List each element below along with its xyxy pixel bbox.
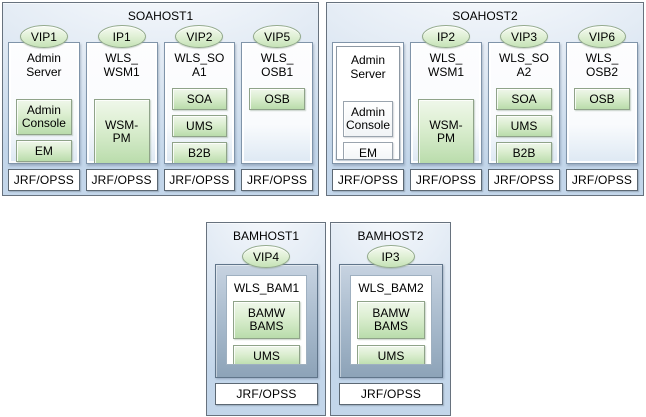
jrf-opss-box: JRF/OPSS — [163, 169, 236, 191]
component-box: OSB — [249, 88, 305, 110]
jrf-opss-box: JRF/OPSS — [85, 169, 158, 191]
component-box: Admin Console — [16, 99, 72, 135]
host-title: SOAHOST1 — [127, 9, 194, 23]
component-box: OSB — [574, 88, 630, 110]
jrf-opss-box: JRF/OPSS — [241, 169, 313, 191]
component-box: BAMW BAMS — [233, 301, 300, 339]
component-box: UMS — [233, 345, 300, 364]
server-box: WLS_SO A1 SOA UMS B2B — [163, 42, 236, 164]
vip-ellipse: VIP6 — [578, 25, 626, 48]
component-box: Admin Console — [343, 101, 393, 137]
jrf-opss-box: JRF/OPSS — [566, 169, 638, 191]
server-name: WLS_ OSB2 — [585, 51, 619, 79]
jrf-opss-box: JRF/OPSS — [410, 169, 482, 191]
component-box: UMS — [357, 345, 425, 364]
vip-ellipse: VIP4 — [242, 245, 290, 268]
server-name: WLS_BAM1 — [233, 281, 300, 295]
component-box: WSM- PM — [418, 99, 474, 163]
host-title: BAMHOST1 — [232, 229, 299, 243]
vip-ellipse: VIP5 — [253, 25, 302, 48]
host-title: BAMHOST2 — [357, 229, 424, 243]
server-name: WLS_ OSB1 — [260, 51, 294, 79]
component-box: EM — [343, 142, 393, 159]
server-name: WLS_ WSM1 — [428, 51, 464, 79]
vip-ellipse: IP3 — [366, 245, 415, 268]
server-name: WLS_SO A2 — [498, 51, 549, 79]
component-box: B2B — [171, 142, 228, 163]
component-box: EM — [16, 140, 72, 162]
server-name: WLS_BAM2 — [358, 281, 424, 295]
component-box: SOA — [171, 88, 228, 110]
server-name: WLS_SO A1 — [174, 51, 225, 79]
jrf-opss-box: JRF/OPSS — [215, 383, 318, 405]
server-name: Admin Server — [26, 51, 62, 79]
vip-ellipse: VIP1 — [19, 25, 68, 48]
server-box: WLS_SO A2 SOA UMS B2B — [488, 42, 560, 164]
vip-ellipse: IP2 — [422, 25, 470, 48]
jrf-opss-box: JRF/OPSS — [339, 383, 443, 405]
jrf-opss-box: JRF/OPSS — [332, 169, 404, 191]
component-box: UMS — [171, 115, 228, 137]
component-box: UMS — [496, 115, 552, 137]
component-box: WSM- PM — [93, 99, 150, 163]
server-name: Admin Server — [350, 53, 386, 81]
vip-ellipse: VIP3 — [500, 25, 548, 48]
component-box: B2B — [496, 142, 552, 163]
host-title: SOAHOST2 — [452, 9, 518, 23]
component-box: SOA — [496, 88, 552, 110]
component-box: BAMW BAMS — [357, 301, 425, 339]
jrf-opss-box: JRF/OPSS — [8, 169, 80, 191]
jrf-opss-box: JRF/OPSS — [488, 169, 560, 191]
vip-ellipse: VIP2 — [175, 25, 224, 48]
vip-ellipse: IP1 — [97, 25, 146, 48]
server-name: WLS_ WSM1 — [103, 51, 140, 79]
